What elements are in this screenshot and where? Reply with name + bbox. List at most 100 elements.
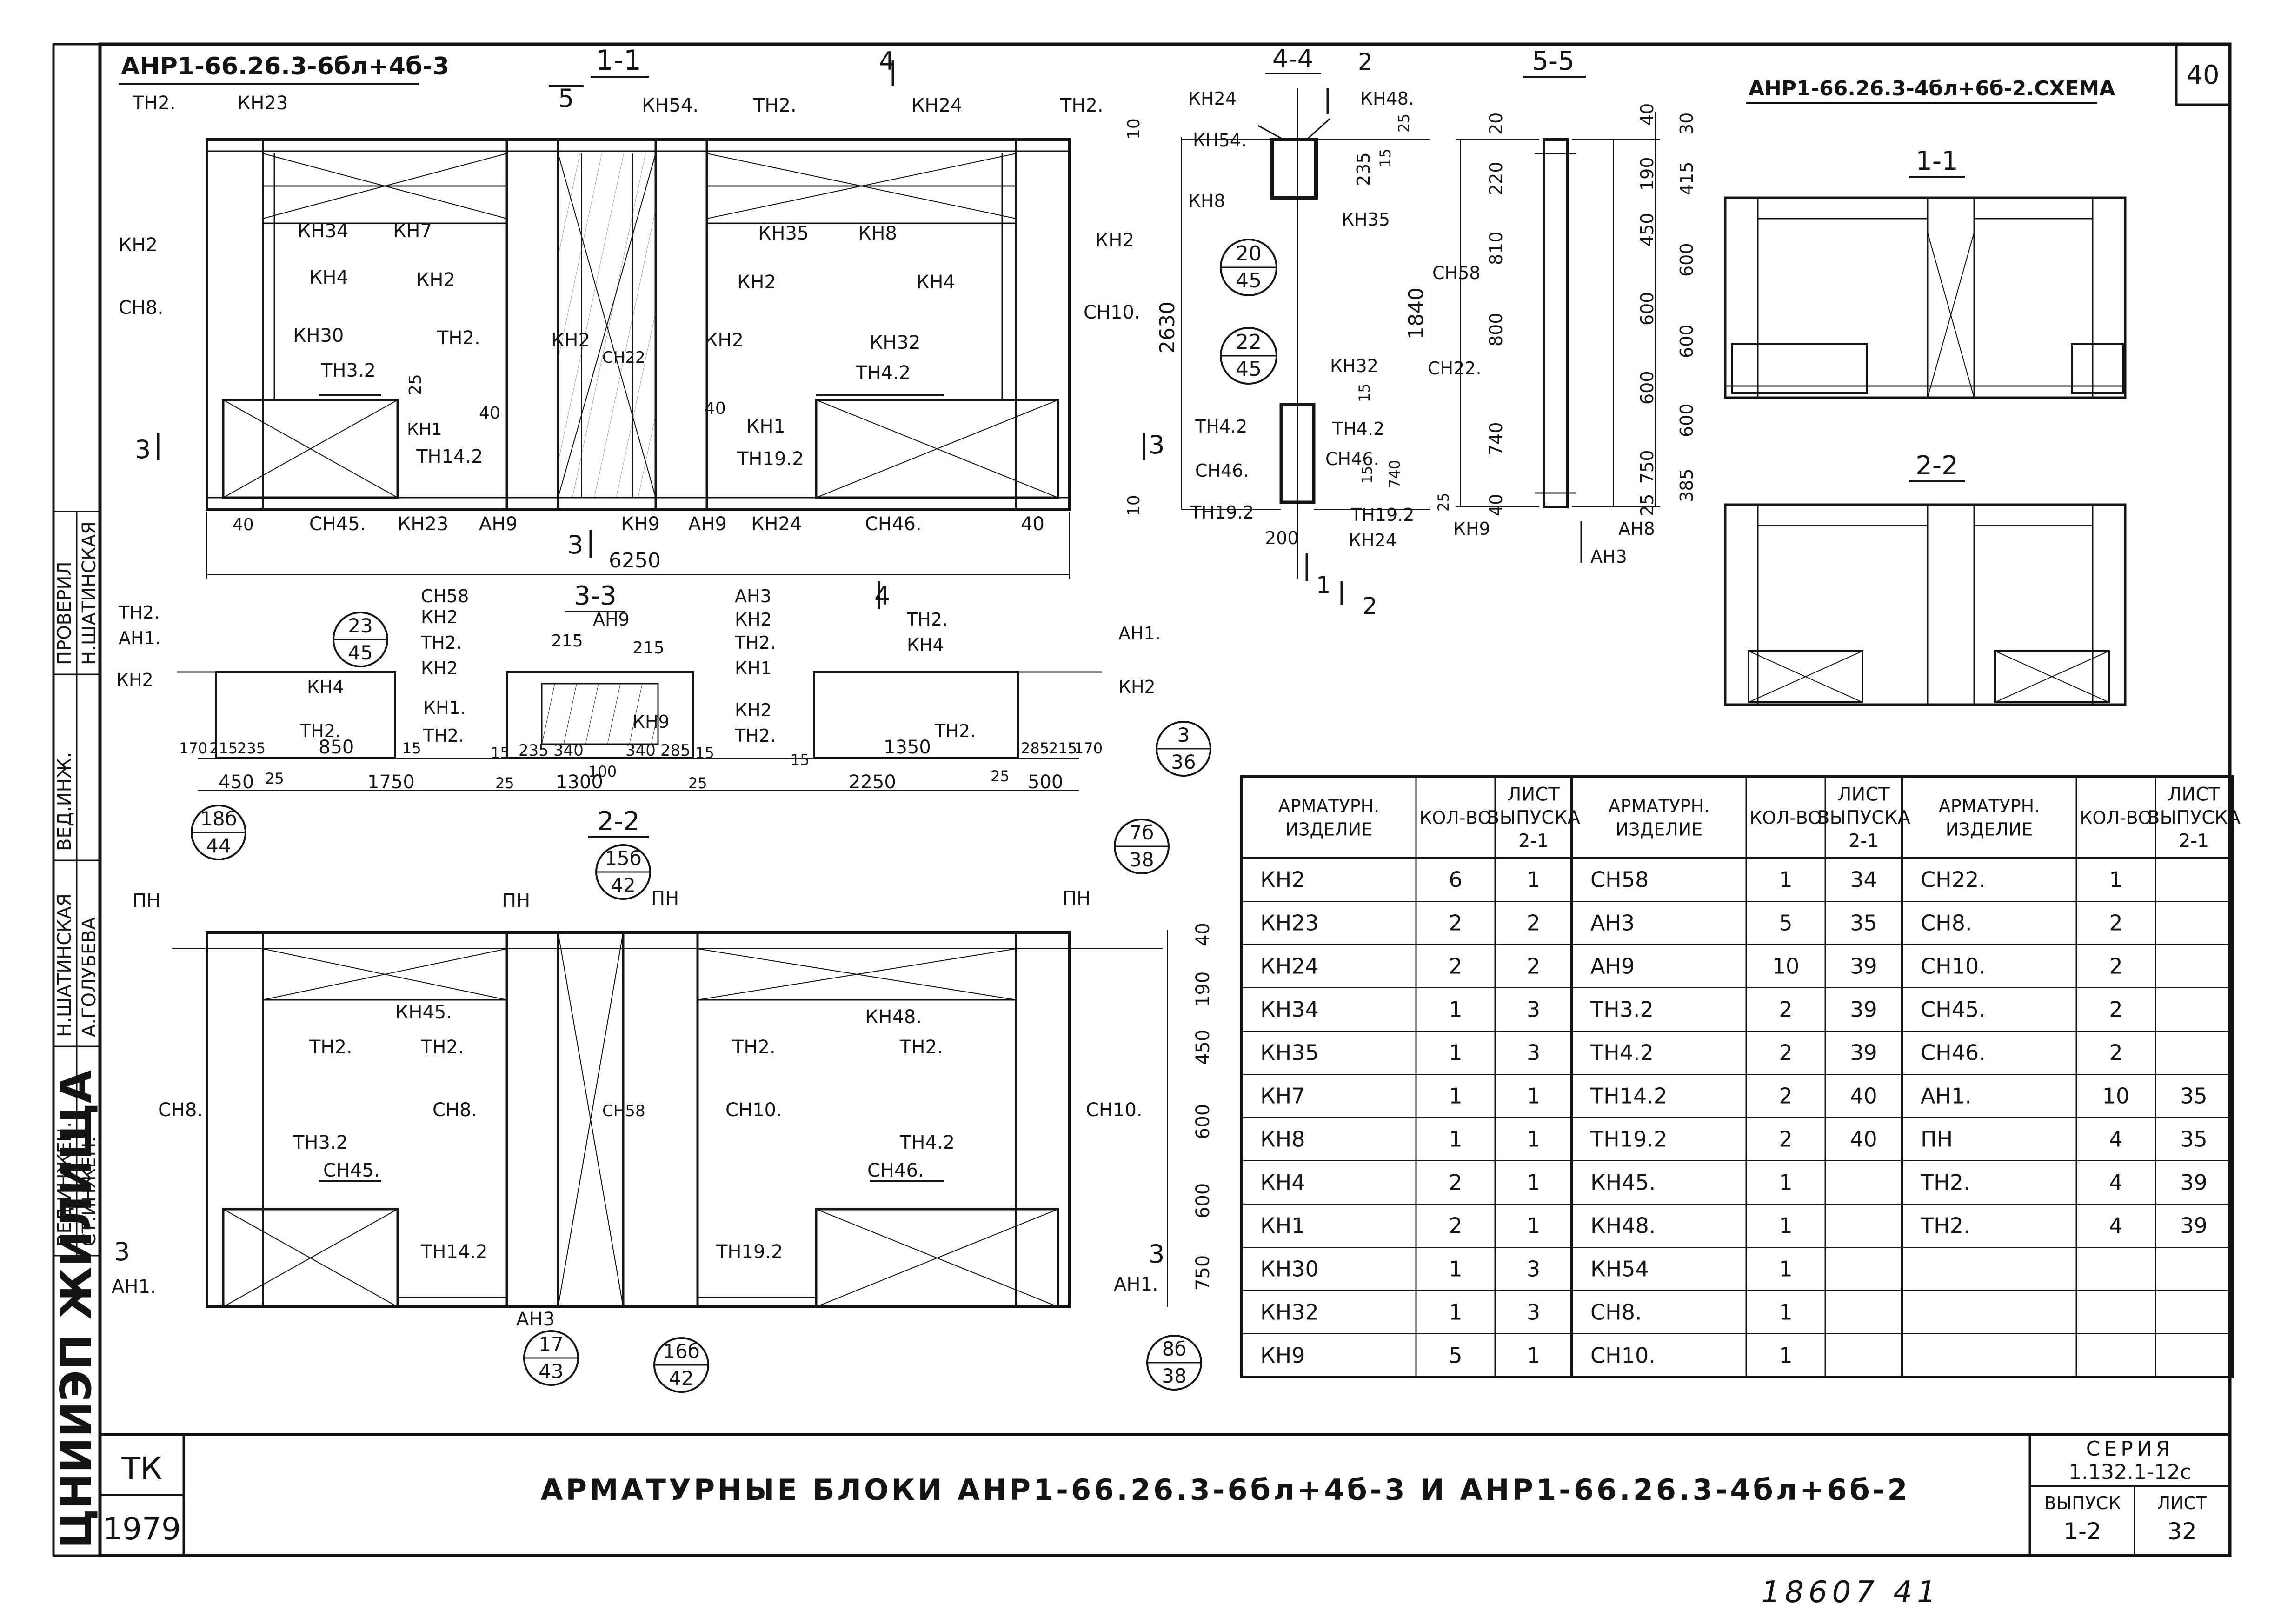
signature-name-1: Н.ШАТИНСКАЯ xyxy=(54,893,75,1037)
callout-label: КН2 xyxy=(1095,230,1134,251)
table-cell: СН8. xyxy=(1921,911,1972,936)
dim-label: 40 xyxy=(1486,494,1506,516)
callout-label: КН35 xyxy=(1342,209,1390,230)
dim-label: 850 xyxy=(319,737,354,758)
dim-label: 40 xyxy=(1021,513,1044,535)
table-cell: 10 xyxy=(1772,954,1800,979)
callout-label: ТН2. xyxy=(934,721,976,741)
table-cell: 4 xyxy=(2109,1170,2122,1195)
issue-label: ВЫПУСК xyxy=(2044,1493,2121,1513)
dim-label: 190 xyxy=(1637,157,1657,191)
table-header-cell: 2-1 xyxy=(1849,831,1879,852)
callout-label: СН46. xyxy=(1325,449,1379,469)
signature-role-2: СТ.ИНЖЕН. xyxy=(79,1137,100,1246)
callout-label: КН24 xyxy=(1188,88,1237,109)
callout-label: ТН2. xyxy=(906,609,948,630)
callout-label: ТН2. xyxy=(423,725,464,746)
dim-label: 190 xyxy=(1192,972,1214,1007)
table-cell: СН58 xyxy=(1590,867,1649,892)
table-cell: 1 xyxy=(1527,1213,1540,1238)
circle-callout-top: 7б xyxy=(1130,821,1154,844)
dim-label: 810 xyxy=(1486,231,1506,265)
table-cell: СН46. xyxy=(1921,1040,1986,1065)
table-header-cell: КОЛ-ВО xyxy=(1749,808,1822,828)
dim-label: 25 xyxy=(495,774,514,792)
table-cell: 1 xyxy=(1779,1213,1792,1238)
cut-mark-3-right: 3 xyxy=(1149,430,1164,459)
circle-callout-bottom: 44 xyxy=(206,834,231,857)
dim-label: 415 xyxy=(1676,161,1697,195)
dim-label: 740 xyxy=(1386,460,1403,488)
cut-mark-3-bottom: 3 xyxy=(567,530,583,559)
callout-label: КН2 xyxy=(737,272,776,293)
table-cell: ТН2. xyxy=(1920,1213,1970,1238)
circle-callout-top: 17 xyxy=(539,1333,563,1356)
callout-label: ТН14.2 xyxy=(420,1241,488,1263)
table-header-cell: ИЗДЕЛИЕ xyxy=(1285,819,1373,840)
table-cell: 1 xyxy=(1449,1300,1462,1325)
circle-callout-top: 22 xyxy=(1236,330,1262,354)
dim-label: 25 xyxy=(688,774,707,792)
schema-1-1 xyxy=(1724,196,2127,399)
dim-label: 10 xyxy=(1124,118,1144,140)
dim-label: 215 xyxy=(1049,739,1077,757)
callout-label: СН10. xyxy=(1086,1099,1143,1121)
table-cell: 1 xyxy=(1527,1127,1540,1152)
dim-label: 600 xyxy=(1676,243,1697,277)
sheet-frame xyxy=(52,42,2232,1557)
cut-mark-3: 3 xyxy=(114,1237,130,1266)
table-cell: АН9 xyxy=(1590,954,1635,979)
callout-label: ТН4.2 xyxy=(1332,419,1384,439)
section-2-2-title: 2-2 xyxy=(597,806,639,837)
sheet-number: 40 xyxy=(2186,60,2219,90)
table-header-cell: 2-1 xyxy=(2179,831,2209,852)
dim-label: 25 xyxy=(265,770,284,787)
callout-label: ТН2. xyxy=(732,1037,776,1058)
callout-label: КН1 xyxy=(746,416,785,437)
section-1-1-title: 1-1 xyxy=(596,44,641,77)
callout-label: ТН2. xyxy=(1060,95,1104,116)
circle-callout-top: 8б xyxy=(1162,1338,1187,1360)
callout-label: КН9 xyxy=(632,712,670,732)
callout-label: КН2 xyxy=(421,607,458,627)
callout-label: КН24 xyxy=(751,513,802,535)
callout-label: КН4 xyxy=(916,272,955,293)
callout-label: КН54. xyxy=(642,95,698,116)
callout-label: ТН2. xyxy=(437,327,480,349)
table-cell: ТН14.2 xyxy=(1590,1084,1667,1109)
dim-label: 215 xyxy=(632,639,665,658)
cut-mark-4-top: 4 xyxy=(879,47,895,76)
table-cell: 34 xyxy=(1850,867,1877,892)
callout-label: КН2 xyxy=(735,609,772,630)
cut-mark-2-top: 2 xyxy=(1358,48,1373,75)
circle-callout-top: 18б xyxy=(200,807,237,830)
dim-label: 600 xyxy=(1192,1183,1214,1218)
dim-label: 215 xyxy=(209,739,238,757)
table-cell: 1 xyxy=(1779,1300,1792,1325)
dim-label: 40 xyxy=(479,404,500,423)
dim-label: 15 xyxy=(491,744,510,762)
dim-label: 200 xyxy=(1265,528,1299,548)
callout-label: СН45. xyxy=(323,1160,380,1181)
schema-2-2 xyxy=(1724,503,2127,706)
table-cell: 2 xyxy=(1779,1040,1792,1065)
right-block-code: АНР1-66.26.3-4бл+6б-2.СХЕМА xyxy=(1749,77,2115,100)
dim-label: 450 xyxy=(1192,1030,1214,1065)
dim-label: 450 xyxy=(1637,213,1657,246)
section-2-2 xyxy=(172,805,1202,1393)
callout-label: СН58 xyxy=(1432,263,1480,283)
callout-label: КН9 xyxy=(1453,519,1490,539)
table-header-cell: КОЛ-ВО xyxy=(1419,808,1491,828)
dim-label: 600 xyxy=(1637,292,1657,326)
signature-role-3: ВЕД.ИНЖ. xyxy=(54,752,75,851)
circle-callout-top: 20 xyxy=(1236,242,1262,266)
callout-label: КН30 xyxy=(293,325,344,346)
table-cell: КН48. xyxy=(1590,1213,1656,1238)
table-cell: СН10. xyxy=(1921,954,1986,979)
table-cell: 2 xyxy=(1779,997,1792,1022)
table-cell: 2 xyxy=(1527,911,1540,936)
section-1-1-callouts: ТН2. КН23 КН54. ТН2. КН24 ТН2. КН34 КН7 … xyxy=(119,93,1144,572)
table-cell: 1 xyxy=(1779,867,1792,892)
table-cell: АН1. xyxy=(1921,1084,1972,1109)
